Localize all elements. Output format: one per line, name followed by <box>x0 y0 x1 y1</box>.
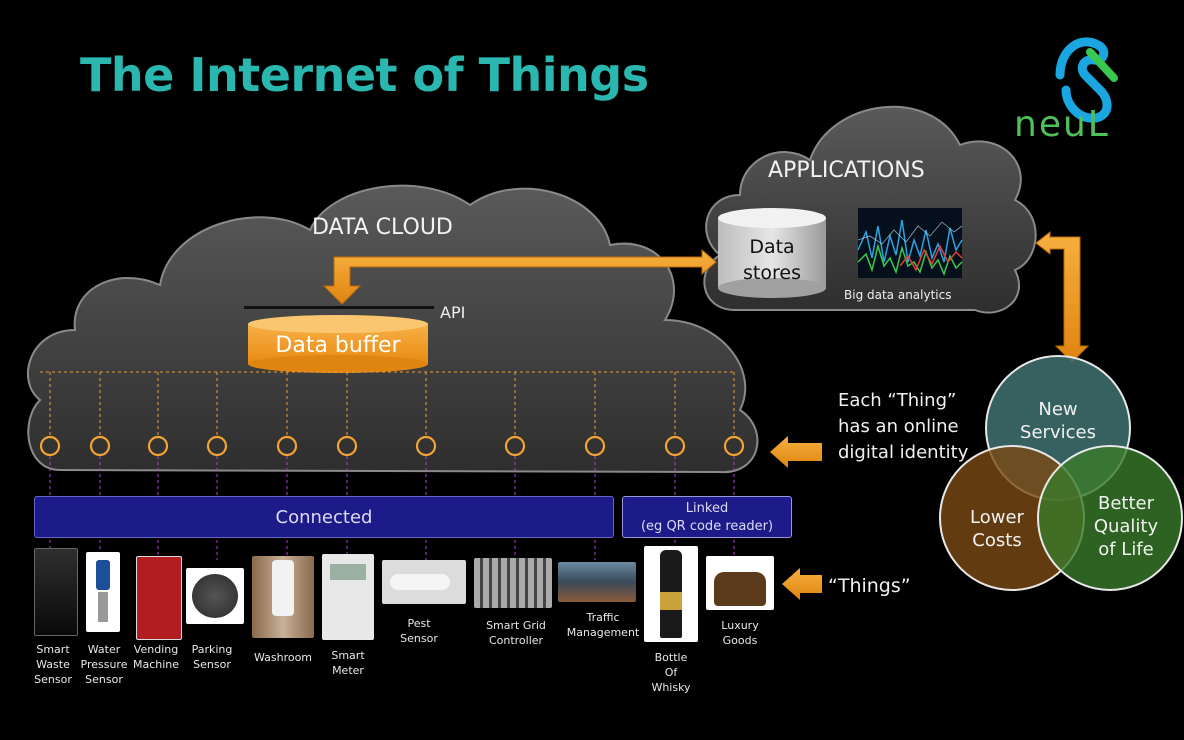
data-stores-line1: Data <box>749 236 795 258</box>
identity-text: Each “Thing” has an online digital ident… <box>838 390 969 463</box>
data-stores-label: Data stores <box>722 234 822 286</box>
identity-circle <box>584 435 606 457</box>
connected-bar: Connected <box>34 496 614 538</box>
venn-left-text: Lower Costs <box>970 507 1024 551</box>
applications-label: APPLICATIONS <box>768 158 925 183</box>
arrow-apps-to-venn <box>1035 230 1090 363</box>
network-dashed-lines <box>40 371 736 436</box>
logo-text: neuL <box>1014 104 1110 145</box>
luxury-goods-image <box>706 556 774 610</box>
thing-label: Smart Waste Sensor <box>34 643 72 686</box>
things-text: “Things” <box>828 575 911 597</box>
neul-logo-icon <box>1055 37 1118 123</box>
data-buffer-label: Data buffer <box>275 333 401 358</box>
identity-circle <box>89 435 111 457</box>
water-pressure-sensor-image <box>86 552 120 632</box>
identity-circle <box>336 435 358 457</box>
thing-label: Parking Sensor <box>191 643 233 671</box>
arrow-things <box>782 568 822 600</box>
connected-label: Connected <box>275 507 373 528</box>
thing-label: Pest Sensor <box>400 617 438 645</box>
washroom-image <box>252 556 314 638</box>
arrow-identity <box>770 436 822 468</box>
identity-circle <box>504 435 526 457</box>
data-buffer-cylinder <box>248 315 428 373</box>
smart-meter-image <box>322 554 374 640</box>
api-label: API <box>440 303 466 322</box>
linked-line1: Linked <box>685 501 729 516</box>
thing-label: Smart Grid Controller <box>486 619 546 647</box>
big-data-chart-image <box>857 208 963 278</box>
linked-line2: (eg QR code reader) <box>640 519 774 534</box>
identity-circles <box>39 435 745 457</box>
thing-label: Traffic Management <box>566 611 640 639</box>
big-data-analytics-label: Big data analytics <box>844 288 952 302</box>
api-line <box>244 306 434 309</box>
identity-circle <box>415 435 437 457</box>
traffic-management-image <box>558 562 636 602</box>
smart-grid-controller-image <box>474 558 552 608</box>
parking-sensor-image <box>186 568 244 624</box>
venn-right-text: Better Quality of Life <box>1093 493 1159 560</box>
thing-label: Luxury Goods <box>721 619 759 647</box>
thing-label: Smart Meter <box>331 649 365 677</box>
slide-title: The Internet of Things <box>80 48 649 102</box>
identity-circle <box>206 435 228 457</box>
thing-label: Water Pressure Sensor <box>80 643 128 686</box>
identity-circle <box>723 435 745 457</box>
vending-machine-image <box>136 556 182 640</box>
thing-label: Bottle Of Whisky <box>651 651 691 694</box>
identity-circle <box>276 435 298 457</box>
arrow-stores-to-buffer <box>322 248 717 305</box>
data-stores-line2: stores <box>743 262 801 284</box>
pest-sensor-image <box>382 560 466 604</box>
identity-circle <box>664 435 686 457</box>
data-cloud-label: DATA CLOUD <box>312 215 453 240</box>
venn-circle-quality-of-life <box>1037 445 1183 591</box>
identity-circle <box>39 435 61 457</box>
linked-bar: Linked (eg QR code reader) <box>622 496 792 538</box>
thing-dashed-lines <box>49 456 735 560</box>
identity-circle <box>147 435 169 457</box>
thing-label: Washroom <box>253 651 313 664</box>
data-stores-cylinder <box>718 208 826 298</box>
smart-waste-sensor-image <box>34 548 78 636</box>
thing-label: Vending Machine <box>132 643 180 671</box>
bottle-of-whisky-image <box>644 546 698 642</box>
venn-top-text: New Services <box>1020 399 1096 443</box>
venn-diagram <box>939 355 1183 591</box>
